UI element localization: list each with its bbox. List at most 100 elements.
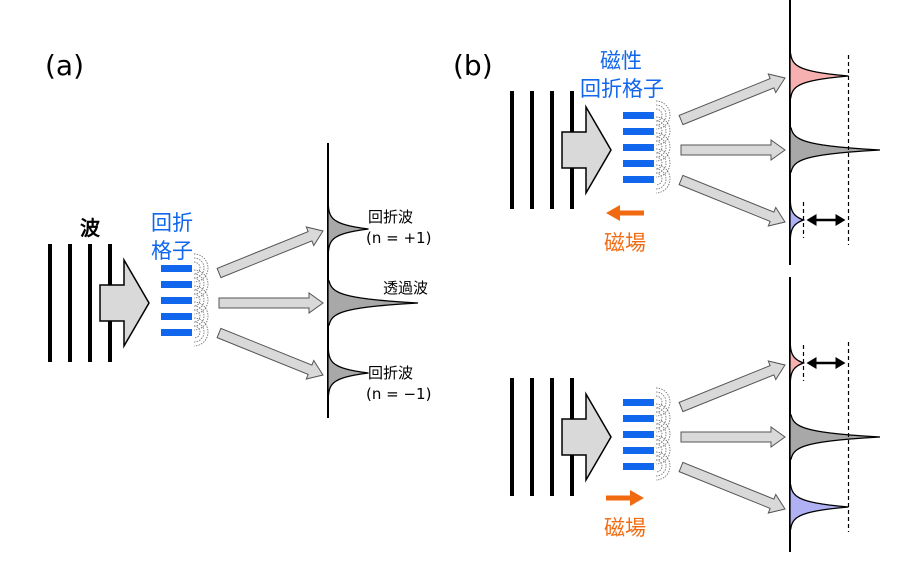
magnetic-grating-label-line1: 磁性: [600, 49, 642, 73]
wavelet-arc: [655, 168, 667, 190]
wavelet-arc: [193, 293, 201, 307]
wavelet-arc: [655, 459, 663, 473]
wavelet-arc: [655, 423, 667, 445]
grating-bar: [623, 128, 654, 135]
wavelet-arc: [193, 257, 205, 279]
shift-arrowhead-left: [806, 214, 817, 226]
wavelet-arc: [655, 104, 667, 126]
wavelet-arc: [655, 148, 671, 178]
wavelet-arc: [193, 273, 205, 295]
grating-bar: [623, 415, 654, 422]
field-label-bottom: 磁場: [604, 516, 646, 540]
intensity-peak: [789, 414, 881, 460]
diffracted-beam-arrow: [678, 174, 786, 227]
wavelet-arc: [193, 305, 205, 327]
grating-bar: [623, 176, 654, 183]
grating-bar: [623, 144, 654, 151]
intensity-peak: [789, 127, 881, 173]
diffracted-beam-arrow: [680, 139, 786, 161]
wavelet-arc: [655, 411, 663, 425]
shift-arrowhead-right: [835, 214, 846, 226]
wavelet-arc: [193, 277, 201, 291]
wave-label: 波: [80, 216, 101, 240]
magnetic-grating-label-line2: 回折格子: [580, 77, 664, 101]
magnetic-field-arrow-head: [606, 205, 620, 221]
wavelet-arc: [193, 309, 201, 323]
grating-bar: [161, 265, 192, 272]
grating-bar: [623, 463, 654, 470]
magnetic-field-arrow-head: [630, 490, 644, 506]
grating-bar: [623, 399, 654, 406]
wavelet-arc: [655, 108, 663, 122]
grating-bar: [161, 313, 192, 320]
intensity-peak: [789, 484, 849, 530]
wavelet-arc: [655, 407, 667, 429]
incident-wave-arrow: [561, 104, 612, 196]
wavelet-arc: [655, 395, 663, 409]
intensity-peak: [789, 197, 806, 243]
grating-label-line2: 格子: [151, 239, 193, 263]
peak-order-minus1: (n = −1): [366, 385, 431, 403]
panel-a-label: (a): [45, 49, 84, 82]
wavelet-arc: [655, 164, 671, 194]
wavelet-arc: [655, 403, 671, 433]
wavelet-arc: [193, 285, 209, 315]
wavelet-arc: [655, 100, 671, 130]
wavelet-arc: [193, 289, 205, 311]
peak-label-transmitted: 透過波: [383, 279, 428, 297]
peak-label-plus1: 回折波: [368, 208, 413, 226]
diffracted-beam-arrow: [680, 426, 786, 448]
wavelet-arc: [655, 427, 663, 441]
wavelet-arc: [655, 435, 671, 465]
wavelet-arc: [655, 391, 667, 413]
diffracted-beam-arrow: [218, 292, 324, 314]
wavelet-arc: [193, 321, 205, 343]
intensity-peak: [327, 280, 419, 326]
grating-bar: [161, 281, 192, 288]
intensity-peak: [789, 53, 849, 99]
wavelet-arc: [655, 124, 663, 138]
shift-arrowhead-left: [806, 357, 817, 369]
peak-label-minus1: 回折波: [368, 364, 413, 382]
wavelet-arc: [193, 317, 209, 347]
grating-label-line1: 回折: [151, 211, 193, 235]
wavelet-arc: [655, 120, 667, 142]
peak-order-plus1: (n = +1): [366, 229, 431, 247]
shift-arrowhead-right: [835, 357, 846, 369]
intensity-peak: [789, 340, 806, 386]
wavelet-arc: [655, 152, 667, 174]
wavelet-arc: [655, 451, 671, 481]
incident-wave-arrow: [561, 391, 612, 483]
wavelet-arc: [193, 301, 209, 331]
grating-bar: [161, 329, 192, 336]
wavelet-arc: [655, 116, 671, 146]
grating-bar: [161, 297, 192, 304]
wavelet-arc: [655, 419, 671, 449]
diffracted-beam-arrow: [678, 360, 786, 413]
incident-wave-arrow: [99, 257, 150, 349]
wavelet-arc: [193, 253, 209, 283]
grating-bar: [623, 431, 654, 438]
wavelet-arc: [655, 140, 663, 154]
wavelet-arc: [655, 387, 671, 417]
wavelet-arc: [655, 136, 667, 158]
wavelet-arc: [655, 156, 663, 170]
intensity-peak: [327, 206, 369, 252]
diffracted-beam-arrow: [678, 461, 786, 514]
wavelet-arc: [655, 132, 671, 162]
grating-bar: [623, 160, 654, 167]
intensity-peak: [327, 350, 369, 396]
panel-b-label: (b): [453, 49, 493, 82]
diffracted-beam-arrow: [678, 73, 786, 126]
grating-bar: [623, 112, 654, 119]
wavelet-arc: [193, 261, 201, 275]
wavelet-arc: [655, 455, 667, 477]
wavelet-arc: [193, 269, 209, 299]
wavelet-arc: [655, 443, 663, 457]
wavelet-arc: [193, 325, 201, 339]
diffracted-beam-arrow: [216, 226, 324, 279]
wavelet-arc: [655, 172, 663, 186]
diffracted-beam-arrow: [216, 327, 324, 380]
panel-a: 波 回折 格子 回折波 (n = +1) 透過波 回折波 (n = −1): [80, 208, 431, 403]
